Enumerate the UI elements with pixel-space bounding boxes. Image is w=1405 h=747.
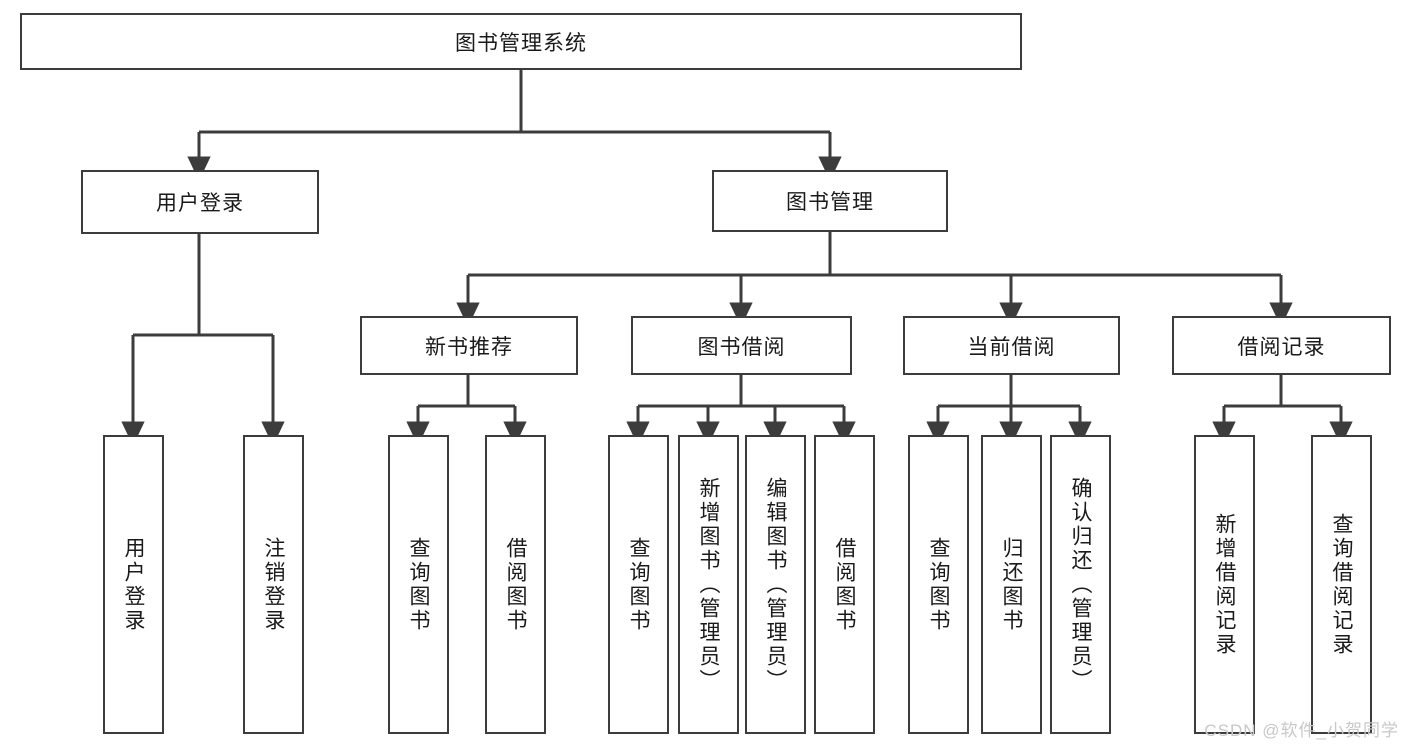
csdn-watermark: CSDN @软件_小贺同学	[1204, 721, 1399, 740]
node-label: 用户登录	[122, 536, 145, 633]
node-label: 借阅记录	[1237, 335, 1326, 359]
node-book-management[interactable]: 图书管理	[712, 170, 948, 232]
node-label: 注销登录	[262, 536, 285, 633]
leaf-borrow-book-recommend[interactable]: 借阅图书	[485, 435, 546, 734]
node-label: 确认归还（管理员）	[1069, 476, 1092, 693]
leaf-confirm-return-admin[interactable]: 确认归还（管理员）	[1050, 435, 1111, 734]
node-label: 查询图书	[627, 536, 650, 633]
node-label: 用户登录	[156, 192, 244, 215]
node-label: 图书借阅	[697, 335, 786, 359]
leaf-return-book[interactable]: 归还图书	[981, 435, 1042, 734]
node-label: 图书管理	[786, 191, 874, 214]
node-label: 编辑图书（管理员）	[764, 476, 787, 693]
node-root-book-management-system[interactable]: 图书管理系统	[20, 13, 1022, 70]
node-current-borrow[interactable]: 当前借阅	[903, 316, 1120, 375]
node-label: 查询借阅记录	[1330, 512, 1353, 657]
node-label: 借阅图书	[504, 536, 527, 633]
leaf-add-borrow-record[interactable]: 新增借阅记录	[1194, 435, 1255, 734]
node-label: 图书管理系统	[455, 31, 587, 55]
leaf-edit-book-admin[interactable]: 编辑图书（管理员）	[745, 435, 806, 734]
node-new-book-recommendation[interactable]: 新书推荐	[360, 316, 578, 375]
node-label: 归还图书	[1000, 536, 1023, 633]
leaf-logout[interactable]: 注销登录	[243, 435, 304, 734]
leaf-query-book-current[interactable]: 查询图书	[908, 435, 969, 734]
leaf-query-book-borrow[interactable]: 查询图书	[608, 435, 669, 734]
node-label: 当前借阅	[967, 335, 1056, 359]
node-label: 借阅图书	[833, 536, 856, 633]
leaf-user-login[interactable]: 用户登录	[103, 435, 164, 734]
node-label: 新书推荐	[425, 335, 513, 359]
node-label: 新增借阅记录	[1213, 512, 1236, 657]
node-label: 查询图书	[407, 536, 430, 633]
node-user-login[interactable]: 用户登录	[81, 170, 319, 234]
node-label: 查询图书	[927, 536, 950, 633]
node-label: 新增图书（管理员）	[697, 476, 720, 693]
node-borrow-record[interactable]: 借阅记录	[1172, 316, 1391, 375]
leaf-borrow-book[interactable]: 借阅图书	[814, 435, 875, 734]
node-book-borrow[interactable]: 图书借阅	[631, 316, 852, 375]
leaf-query-borrow-record[interactable]: 查询借阅记录	[1311, 435, 1372, 734]
leaf-query-book-recommend[interactable]: 查询图书	[388, 435, 449, 734]
leaf-add-book-admin[interactable]: 新增图书（管理员）	[678, 435, 739, 734]
